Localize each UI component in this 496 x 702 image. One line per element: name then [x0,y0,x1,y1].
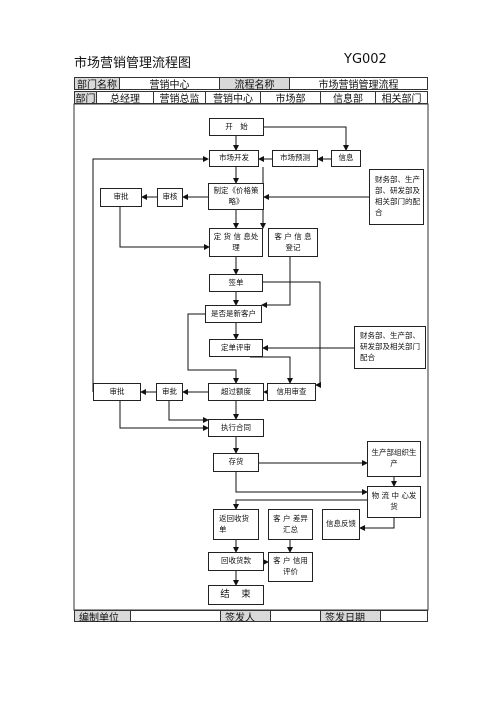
node-pricing: 制定《价格策略》 [208,183,264,210]
edge-approve1-to-order [119,207,210,250]
header-col-info: 信息部 [321,92,376,105]
page-title: 市场营销管理流程图 [74,56,192,71]
edge-approve3-to-execute [168,401,209,423]
node-info-feedback: 信息反馈 [322,509,360,540]
node-sign: 签单 [209,274,263,292]
node-order-review: 定单评审 [209,339,263,357]
node-logistics: 物 流 中 心发货 [367,486,421,518]
node-customer-diff: 客 户 差异汇总 [268,509,313,540]
header-row-1: 部门名称 营销中心 流程名称 市场营销管理流程 [74,77,428,91]
node-collect-payment: 回收货款 [208,552,264,571]
edge-start-to-info [264,126,349,151]
node-support-2: 财务部、生产部、研发部及相关部门配合 [354,326,426,369]
node-stock: 存货 [213,453,259,472]
node-support-1: 财务部、生产部、研发部及相关部门的配合 [369,169,424,225]
header-col-gm: 总经理 [97,92,154,105]
edge-sign-to-credit [263,281,321,388]
header-col-related: 相关部门 [381,94,422,105]
header-col-dept: 部门 [75,92,97,105]
footer-unit-label: 编制单位 [75,611,131,624]
edge-cust-info-to-new-cust [261,257,291,308]
node-return-receipt: 返回收货单 [213,509,259,540]
header-col-market: 市场部 [261,92,321,105]
edge-stock-to-logistics [235,472,368,495]
footer-issuer-label: 签发人 [221,611,271,624]
flow-name-value: 市场营销管理流程 [318,80,399,91]
node-market-forecast: 市场预测 [272,150,318,167]
node-end: 结 束 [208,585,264,605]
footer-date-label: 签发日期 [321,611,381,624]
dept-name-value: 营销中心 [120,78,220,91]
footer-row: 编制单位 签发人 签发日期 [74,610,428,624]
node-start: 开 始 [209,118,264,136]
footer-date-value [381,611,427,621]
edge-review-to-credit [250,356,293,384]
flow-name-label: 流程名称 [220,78,290,91]
node-customer-credit: 客 户 信用评价 [268,552,313,582]
node-execute-contract: 执行合同 [208,419,264,437]
dept-name-label: 部门名称 [75,78,120,91]
node-market-dev: 市场开发 [209,150,259,167]
node-new-customer: 是否是新客户 [205,305,262,323]
node-approve-1: 审批 [100,188,142,207]
edge-logistics-to-feedback [359,518,395,531]
node-over-limit: 超过额度 [208,383,264,401]
edge-logistics-to-receipt [233,499,367,510]
node-review-1: 审核 [157,188,183,207]
footer-issuer-value [271,611,321,621]
footer-unit-value [131,611,221,621]
node-approve-3: 审批 [156,383,183,401]
edge-approve2-to-execute [119,401,209,431]
header-col-sales-center: 营销中心 [206,92,261,105]
node-credit-check: 信用审查 [267,383,316,401]
node-info: 信息 [331,150,361,167]
node-production: 生产部组织生产 [367,441,421,477]
node-approve-2: 审批 [93,383,141,401]
node-customer-info: 客 户 信 息登记 [268,228,318,257]
header-col-sales-director: 营销总监 [154,92,206,105]
edge-new-cust-to-over-limit [187,313,239,384]
document-code: YG002 [344,52,387,67]
node-order-processing: 定 货 信 息处理 [209,228,263,257]
edge-approve2-to-market-dev [92,156,209,392]
